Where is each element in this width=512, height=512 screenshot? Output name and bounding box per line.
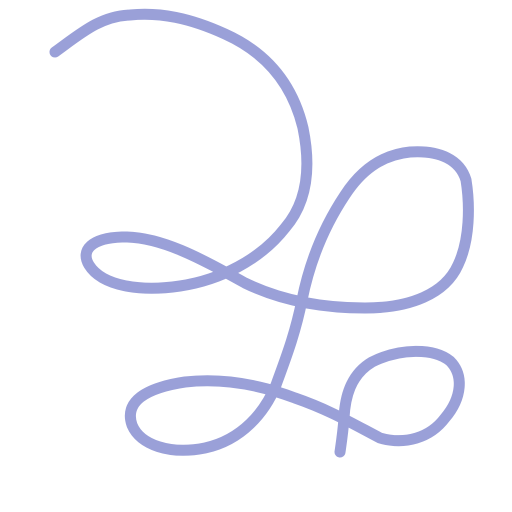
freehand-stroke — [49, 8, 474, 458]
